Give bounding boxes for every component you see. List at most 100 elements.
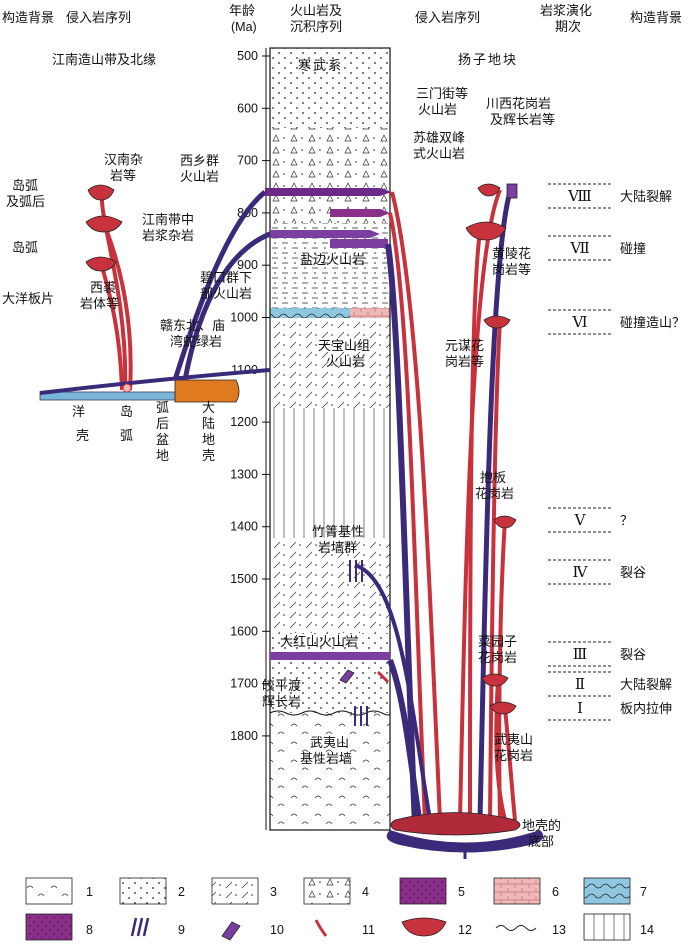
red-dyke-small — [376, 670, 390, 684]
island-arc-label: 岛弧 — [12, 240, 38, 256]
chuanxi-label-2: 及辉长岩等 — [490, 112, 555, 128]
right-labels: 三门街等 火山岩 苏雄双峰 式火山岩 川西花岗岩 及辉长岩等 黄陵花 岗岩等 元… — [413, 86, 561, 850]
age-tick-label: 1600 — [230, 624, 258, 638]
stage-setting-label: 碰撞 — [620, 242, 646, 257]
stage-number: Ⅱ — [575, 677, 585, 693]
baoban-pluton — [493, 515, 517, 529]
svg-text:12: 12 — [458, 923, 472, 937]
age-tick-label: 1500 — [230, 572, 258, 586]
column-frame — [269, 47, 391, 831]
intrusive-seq-right-header: 侵入岩序列 — [415, 10, 480, 26]
ophiolite-band — [270, 308, 350, 318]
column-labels: 寒武系 盐边火山岩 碧口群下 部火山岩 天宝山组 火山岩 竹箐基性 岩墙群 大红… — [200, 58, 370, 767]
stage-number: Ⅳ — [573, 565, 589, 581]
arc-root — [122, 383, 132, 393]
zhujing-label-2: 岩墙群 — [318, 541, 357, 556]
stage-setting-label: 碰撞造山？ — [620, 316, 685, 331]
jiaopingdu-label-1: 皎平渡 — [262, 678, 301, 694]
dahongshan-unit — [270, 633, 390, 713]
legend-item-11: 11 — [314, 919, 375, 937]
header: 构造背景 侵入岩序列 年龄 (Ma) 火山岩及 沉积序列 侵入岩序列 岩浆演化 … — [2, 3, 682, 68]
conduit-suxiong — [388, 212, 427, 821]
zhujing-unit — [270, 408, 390, 538]
cambrian-label: 寒武系 — [298, 58, 343, 74]
suxiong-label-1: 苏雄双峰 — [413, 130, 465, 146]
xiqiu-label-2: 岩体等 — [80, 296, 119, 312]
svg-text:10: 10 — [270, 923, 284, 937]
crust-base-magma — [390, 812, 521, 836]
legend-item-5: 5 — [399, 877, 465, 905]
right-plutons — [339, 183, 518, 715]
legend-item-10: 10 — [221, 921, 284, 941]
legend-item-1: 1 — [25, 877, 93, 905]
crust-base-label-2: 底部 — [528, 834, 554, 850]
continent-label-1: 大 — [202, 401, 215, 416]
svg-text:2: 2 — [178, 885, 185, 899]
volc-header-2: 沉积序列 — [290, 20, 342, 35]
xixiang-label-2: 火山岩 — [180, 170, 219, 185]
conduit-baoban — [497, 519, 507, 821]
stage-setting-label: 大陆裂解 — [620, 189, 672, 205]
xiqiu-label-1: 西裘 — [90, 280, 116, 296]
hannan-label-1: 汉南杂 — [104, 152, 143, 168]
legend-item-13: 13 — [495, 923, 566, 937]
yanbian-label: 盐边火山岩 — [300, 253, 365, 268]
age-tick-label: 1700 — [230, 677, 258, 691]
age-tick-label: 900 — [237, 258, 258, 272]
unconformity — [269, 710, 391, 716]
bikou-label-1: 碧口群下 — [200, 271, 252, 286]
chuanxi-label-1: 川西花岗岩 — [486, 96, 551, 112]
jiangnan-label-2: 岩浆杂岩 — [142, 229, 194, 244]
pink-band — [350, 308, 390, 318]
left-labels: 汉南杂 岩等 西乡群 火山岩 江南带中 岩浆杂岩 西裘 岩体等 赣东北、庙 湾蛇… — [2, 152, 225, 464]
yuanmou-pluton — [483, 315, 511, 329]
jiangnan-label-1: 江南带中 — [142, 212, 194, 228]
dahongshan-label: 大红山火山岩 — [280, 634, 358, 650]
legend-item-3: 3 — [211, 877, 277, 905]
cambrian-unit — [270, 48, 390, 128]
stage-setting-label: 裂谷 — [620, 566, 646, 581]
stage-setting-label: 大陆裂解 — [620, 677, 672, 693]
arc-back-label-2: 及弧后 — [6, 195, 45, 210]
legend-item-2: 2 — [119, 877, 185, 905]
age-tick-label: 500 — [237, 49, 258, 63]
intrusive-seq-left-header: 侵入岩序列 — [66, 10, 131, 26]
suxiong-label-2: 式火山岩 — [413, 147, 465, 162]
backarc-label-3: 盆 — [156, 433, 169, 448]
conduit-wuyishan — [503, 707, 517, 821]
svg-text:11: 11 — [362, 923, 375, 937]
right-conduits — [354, 189, 517, 826]
legend-item-4: 4 — [303, 877, 369, 905]
backarc-label-2: 后 — [156, 417, 169, 432]
magma-header-1: 岩浆演化 — [540, 3, 592, 19]
xixiang-label-1: 西乡群 — [180, 154, 219, 169]
crust-base-label-1: 地壳的 — [522, 818, 561, 834]
baoban-label-1: 抱板 — [480, 470, 506, 486]
wuyi-label-2: 基性岩墙 — [300, 752, 352, 767]
conduit-sanmenjie — [390, 191, 442, 821]
age-tick-label: 1000 — [230, 311, 258, 325]
svg-text:14: 14 — [640, 923, 654, 937]
stage-setting-label: 裂谷 — [620, 648, 646, 663]
tianbao-label-1: 天宝山组 — [318, 339, 370, 354]
svg-text:4: 4 — [362, 885, 369, 899]
arc-back-label-1: 岛弧 — [12, 178, 38, 194]
stage-number: Ⅷ — [567, 189, 592, 205]
svg-text:1: 1 — [86, 885, 93, 899]
legend-item-8: 8 — [25, 913, 93, 941]
jiangnan-volcanic-layer — [270, 230, 380, 238]
huangling-label-2: 岗岩等 — [492, 262, 531, 278]
chuanxi-gabbro-pluton — [506, 183, 518, 199]
ganbei-label-2: 湾蛇绿岩 — [170, 334, 222, 350]
xiqiu-pluton — [85, 256, 117, 272]
volc-header-1: 火山岩及 — [290, 4, 342, 19]
dahongshan-volcanic-layer — [270, 652, 390, 660]
yuanmou-label-1: 元谋花 — [445, 338, 484, 354]
continent-label-3: 地 — [202, 433, 215, 448]
jiaopingdu-gabbro — [339, 669, 355, 684]
tectonic-bg-right-header: 构造背景 — [630, 11, 682, 26]
ocean-crust-label-2: 壳 — [76, 429, 89, 444]
island-arc-label-2: 弧 — [120, 429, 133, 444]
bikou-label-2: 部火山岩 — [200, 287, 252, 302]
